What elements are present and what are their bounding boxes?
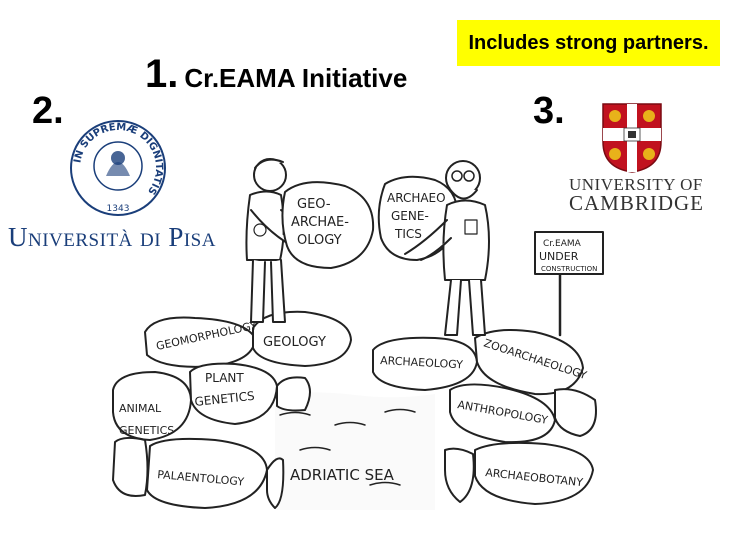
rock-label-8: ARCHAEOLOGY [380,354,464,371]
pisa-seal-year: 1343 [107,204,130,214]
sea-label: ADRIATIC SEA [290,466,395,484]
sea: ADRIATIC SEA [275,392,435,510]
cambridge-line1: UNIVERSITY OF [569,175,703,194]
sign-line2: UNDER [539,250,579,263]
partners-callout: Includes strong partners. [457,20,720,66]
rock-label-4: GENETICS [194,389,255,409]
right-stone: ARCHAEO GENE- TICS [377,175,459,261]
cambridge-name: UNIVERSITY OF CAMBRIDGE [569,176,704,214]
slide-number-cambridge: 3. [533,90,565,132]
left-stone: GEO- ARCHAE- OLOGY [281,181,375,269]
right-stone-line1: ARCHAEO [387,191,446,205]
slide-title: 1.Cr.EAMA Initiative [145,52,407,97]
rock-label-3: PLANT [205,371,244,385]
title-text: Cr.EAMA Initiative [184,63,408,93]
cambridge-line2: CAMBRIDGE [569,191,705,215]
cartoon-illustration: ADRIATIC SEA GEOMORPHOLOGY GEOLOGY PLANT… [112,158,604,510]
left-stone-line2: ARCHAE- [291,215,349,230]
rock-label-2: GEOLOGY [263,335,326,350]
sign-line1: Cr.EAMA [543,239,582,249]
pisa-name: Università di Pisa [8,222,216,252]
slide-number-pisa: 2. [32,90,64,132]
cambridge-crest-logo [602,103,662,173]
right-stone-line2: GENE- [391,209,429,223]
right-stone-line3: TICS [394,227,422,241]
sign-line3: CONSTRUCTION [541,265,597,273]
right-rock-pile [372,329,597,505]
right-scientist [404,160,490,336]
rock-label-6: GENETICS [119,424,174,437]
pisa-seal-logo: IN SUPREMÆ DIGNITATIS 1343 [70,120,166,216]
left-stone-line3: OLOGY [297,233,342,248]
title-number: 1. [145,52,179,96]
left-stone-line1: GEO- [297,197,331,212]
construction-sign: Cr.EAMA UNDER CONSTRUCTION [534,231,604,337]
rock-label-5: ANIMAL [119,402,162,415]
left-rock-pile [112,310,352,509]
